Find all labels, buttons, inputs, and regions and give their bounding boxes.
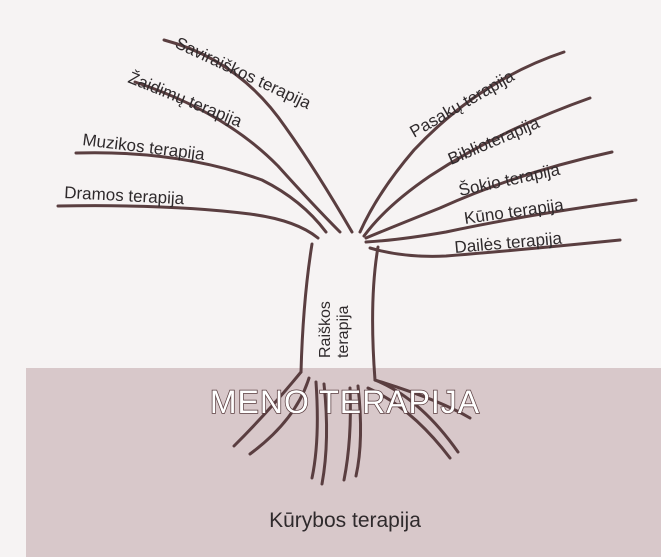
diagram-title: MENO TERAPIJA	[210, 384, 480, 420]
trunk-label-line1: Raiškos	[317, 301, 334, 358]
ground-label: Kūrybos terapija	[269, 509, 421, 532]
branch-label-biblio: Biblioterapija	[445, 113, 543, 169]
branch-label-muzikos: Muzikos terapija	[82, 130, 207, 164]
branch-label-kuno: Kūno terapija	[463, 195, 565, 228]
branch-dramos	[58, 206, 318, 238]
branch-label-sokio: Šokio terapija	[457, 160, 562, 200]
branch-label-dailes: Dailės terapija	[454, 229, 564, 257]
trunk-label-line2: terapija	[335, 305, 352, 358]
branch-label-zaidimu: Žaidimų terapija	[126, 68, 246, 131]
trunk-label: Raiškos terapija	[317, 301, 352, 358]
